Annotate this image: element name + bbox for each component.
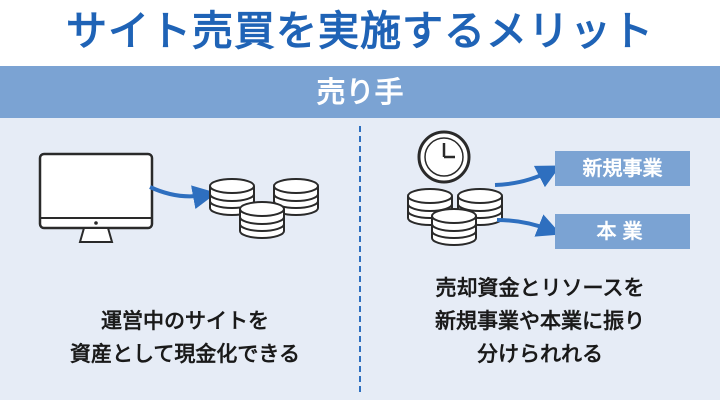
tag-core-business: 本業 (555, 214, 690, 249)
page-title: サイト売買を実施するメリット (66, 7, 654, 55)
clock-icon (417, 130, 471, 184)
left-caption-line: 資産として現金化できる (70, 342, 300, 366)
coin-stack-icon (407, 188, 503, 246)
column-divider (359, 126, 361, 392)
left-caption: 運営中のサイトを 資産として現金化できる (30, 305, 340, 371)
section-header-seller: 売り手 (0, 66, 720, 118)
curved-arrow-icon (149, 185, 217, 209)
right-caption-line: 新規事業や本業に振り (435, 309, 645, 333)
left-caption-line: 運営中のサイトを (101, 309, 269, 333)
monitor-icon (38, 152, 154, 243)
tag-new-business: 新規事業 (555, 151, 690, 186)
curved-arrow-icon (494, 165, 561, 188)
coin-stack-icon (209, 178, 319, 239)
right-caption-line: 分けられれる (477, 342, 603, 366)
right-caption: 売却資金とリソースを 新規事業や本業に振り 分けられれる (380, 272, 700, 371)
curved-arrow-icon (496, 214, 562, 237)
right-caption-line: 売却資金とリソースを (435, 276, 645, 300)
